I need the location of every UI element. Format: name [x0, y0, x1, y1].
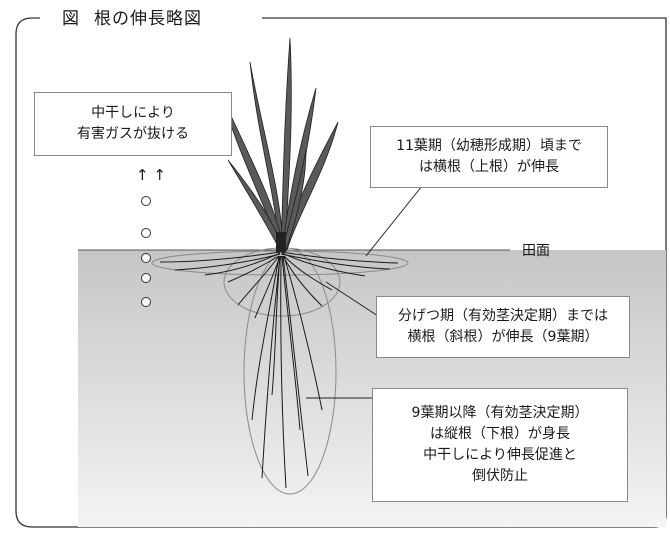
gas-callout-line: 中干しにより [91, 105, 175, 121]
leaf9-callout-line: 中干しにより伸長促進と [423, 447, 577, 463]
tiller-callout: 分げつ期（有効茎決定期）までは 横根（斜根）が伸長（9葉期） [376, 296, 630, 358]
gas-bubble [141, 228, 151, 238]
roots [159, 251, 399, 489]
surface-label: 田面 [522, 243, 550, 259]
leaf9-callout-line: 9葉期以降（有効茎決定期） [411, 405, 589, 421]
leaf11-callout-line: は横根（上根）が伸長 [419, 159, 559, 175]
leaf9-callout-line: 倒伏防止 [472, 468, 528, 484]
figure-title-text: 根の伸長略図 [94, 9, 202, 29]
figure-title-prefix: 図 [62, 9, 80, 29]
lower-root-zone [243, 249, 337, 495]
gas-bubble [141, 253, 151, 263]
leaf11-callout-line: 11葉期（幼穂形成期）頃まで [396, 138, 582, 154]
plant-base [276, 232, 286, 252]
gas-arrows: ↑ ↑ [136, 166, 166, 184]
tiller-callout-line: 横根（斜根）が伸長（9葉期） [407, 329, 599, 345]
leader-tiller [325, 281, 379, 317]
leaf9-callout-line: は縦根（下根）が身長 [430, 426, 570, 442]
leader-lines [306, 185, 423, 399]
gas-bubbles [141, 196, 151, 307]
rice-plant-leaves [221, 37, 339, 251]
gas-bubble [141, 273, 151, 283]
tiller-callout-line: 分げつ期（有効茎決定期）までは [398, 308, 608, 324]
gas-bubble [141, 297, 151, 307]
leaf11-callout: 11葉期（幼穂形成期）頃まで は横根（上根）が伸長 [370, 126, 608, 188]
figure-title: 図根の伸長略図 [52, 2, 212, 36]
gas-bubble [141, 196, 151, 206]
leader-leaf11 [365, 185, 423, 257]
leaf9-callout: 9葉期以降（有効茎決定期） は縦根（下根）が身長 中干しにより伸長促進と 倒伏防… [372, 388, 628, 502]
gas-callout-line: 有害ガスが抜ける [77, 126, 189, 142]
gas-callout: 中干しにより 有害ガスが抜ける [34, 92, 232, 156]
